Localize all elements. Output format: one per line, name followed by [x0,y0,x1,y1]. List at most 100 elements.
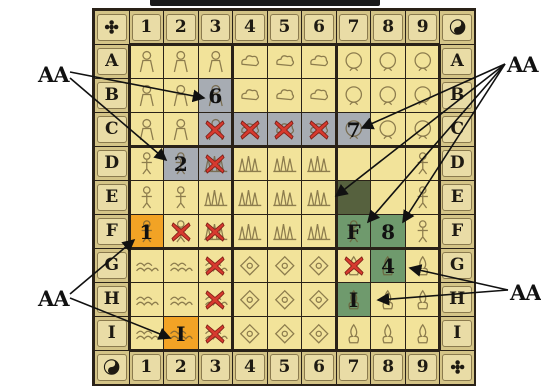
board-square[interactable] [301,112,337,147]
board-square[interactable] [232,282,268,317]
board-square[interactable] [267,44,303,79]
board-square[interactable] [405,316,441,351]
board-square[interactable] [405,112,441,147]
board-square[interactable] [163,214,199,249]
terrain-face-icon [375,117,401,142]
board-square[interactable] [198,44,234,79]
board-square[interactable] [198,248,234,283]
board-square[interactable] [163,112,199,147]
terrain-trees-icon [237,151,263,176]
board-square[interactable] [405,44,441,79]
board-square[interactable]: 6 [198,78,234,113]
board-square[interactable]: I [163,316,199,351]
board-square[interactable] [232,316,268,351]
board-square[interactable] [267,112,303,147]
board-square[interactable] [163,282,199,317]
coordinate-text: D [442,150,471,178]
board-square[interactable] [232,146,268,181]
board-square[interactable] [163,78,199,113]
square-label: 6 [199,79,233,112]
board-square[interactable] [370,282,406,317]
board-square[interactable] [370,112,406,147]
board-square[interactable] [267,282,303,317]
row-label: B [94,78,130,113]
board-square[interactable] [163,180,199,215]
board-square[interactable] [198,316,234,351]
board-square[interactable] [267,316,303,351]
board-square[interactable] [232,78,268,113]
board-square[interactable] [405,78,441,113]
board-square[interactable] [232,214,268,249]
board-square[interactable] [301,180,337,215]
board-square[interactable] [198,112,234,147]
board-square[interactable]: F [336,214,372,249]
board-square[interactable] [336,248,372,283]
region-divider [129,349,440,352]
terrain-figure-icon [134,83,160,108]
board-square[interactable] [129,146,165,181]
red-cross-icon [202,151,228,177]
board-square[interactable]: 7 [336,112,372,147]
board-square[interactable] [129,282,165,317]
board-square[interactable] [198,214,234,249]
board-square[interactable] [267,146,303,181]
board-square[interactable] [405,282,441,317]
board-square[interactable] [232,44,268,79]
board-square[interactable] [232,180,268,215]
board-square[interactable]: 4 [370,248,406,283]
board-square[interactable] [370,78,406,113]
board-square[interactable] [336,78,372,113]
board-square[interactable] [267,248,303,283]
board-square[interactable] [336,146,372,181]
board-square[interactable] [129,112,165,147]
board-square[interactable] [370,180,406,215]
board-square[interactable] [267,78,303,113]
board-square[interactable] [405,214,441,249]
board-square[interactable] [301,146,337,181]
board-square[interactable] [336,180,372,215]
column-label: 8 [370,10,406,45]
board-square[interactable] [301,214,337,249]
board-square[interactable] [336,44,372,79]
board-square[interactable] [198,282,234,317]
terrain-grass-icon [134,253,160,278]
board-square[interactable] [336,316,372,351]
board-square[interactable] [163,248,199,283]
board-square[interactable]: 8 [370,214,406,249]
board-square[interactable] [405,248,441,283]
board-square[interactable] [129,44,165,79]
red-cross-icon [168,219,194,245]
board-square[interactable] [370,44,406,79]
board-square[interactable]: I [336,282,372,317]
board-square[interactable] [301,282,337,317]
board-square[interactable] [129,316,165,351]
board-square[interactable] [198,146,234,181]
board-square[interactable] [163,44,199,79]
board-square[interactable] [129,78,165,113]
board-square[interactable] [301,316,337,351]
board-square[interactable] [301,78,337,113]
board-square[interactable] [405,146,441,181]
terrain-figure-icon [203,49,229,74]
board-square[interactable] [301,248,337,283]
yin-yang-icon [439,10,475,45]
column-label: 8 [370,350,406,385]
board-square[interactable] [232,248,268,283]
board-square[interactable] [405,180,441,215]
board-square[interactable] [370,146,406,181]
board-square[interactable] [129,180,165,215]
board-square[interactable]: 2 [163,146,199,181]
board-square[interactable] [267,180,303,215]
board-square[interactable] [129,248,165,283]
terrain-face-icon [410,117,436,142]
terrain-trees-icon [272,151,298,176]
terrain-figure-icon [168,83,194,108]
board-square[interactable] [301,44,337,79]
board-square[interactable]: 1 [129,214,165,249]
board-square[interactable] [267,214,303,249]
board-square[interactable] [370,316,406,351]
board-square[interactable] [198,180,234,215]
region-divider [129,247,440,250]
board-square[interactable] [232,112,268,147]
row-label: A [94,44,130,79]
